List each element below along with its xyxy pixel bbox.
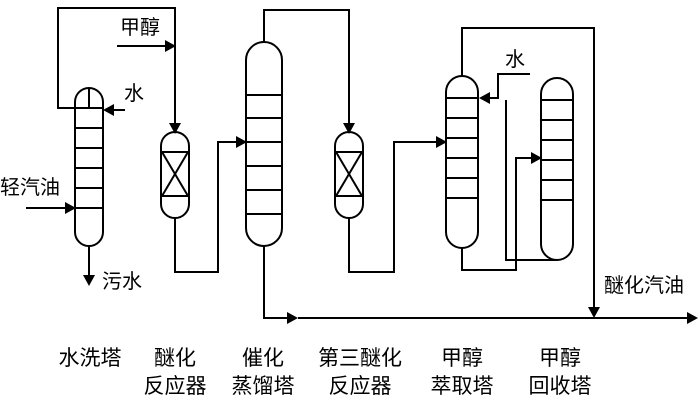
stream-extraction-to-recovery	[461, 157, 532, 271]
label-light-gasoline: 轻汽油	[0, 175, 60, 199]
arrow-gasoline-down	[588, 307, 600, 318]
arrow-waste-water	[83, 275, 95, 286]
arrow-extraction-feed	[436, 136, 447, 148]
arrow-light-gasoline	[65, 202, 76, 214]
caption-line: 萃取塔	[430, 374, 494, 398]
label-methanol-feed: 甲醇	[120, 15, 160, 39]
stream-reactor-to-distillation	[174, 141, 237, 273]
etherification-reactor	[160, 131, 190, 219]
caption-line: 水洗塔	[58, 346, 122, 370]
stream-third-to-extraction	[348, 141, 437, 273]
arrow-product-out	[687, 312, 698, 324]
water-wash-tower	[74, 87, 104, 247]
stream-distillation-overhead	[263, 9, 350, 124]
arrow-distillation-feed	[236, 136, 247, 148]
stream-distillation-bottoms	[263, 246, 288, 319]
methanol-recovery-tower	[540, 77, 574, 261]
caption-etherification-reactor: 醚化 反应器	[135, 344, 215, 400]
label-water-wash: 水	[124, 81, 144, 105]
label-waste-water: 污水	[102, 269, 142, 293]
arrow-methanol-feed	[165, 40, 176, 52]
arrow-reactor-feed	[169, 123, 181, 134]
methanol-extraction-tower	[445, 75, 479, 249]
arrow-water-wash	[103, 104, 114, 116]
arrow-third-reactor-feed	[343, 123, 355, 134]
caption-line: 反应器	[143, 374, 207, 398]
stream-water-extract	[488, 73, 530, 99]
stream-extraction-overhead	[461, 27, 595, 308]
caption-methanol-recovery: 甲醇 回收塔	[520, 344, 600, 400]
caption-water-wash-tower: 水洗塔	[50, 344, 130, 372]
caption-line: 蒸馏塔	[231, 374, 295, 398]
label-etherified-gasoline: 醚化汽油	[604, 273, 684, 297]
label-water-extract: 水	[505, 47, 525, 71]
arrow-recovery-feed	[531, 152, 542, 164]
stream-wash-overhead	[57, 7, 176, 124]
caption-methanol-extraction: 甲醇 萃取塔	[422, 344, 502, 400]
catalytic-distillation-tower	[245, 41, 283, 247]
caption-third-reactor: 第三醚化 反应器	[310, 344, 410, 400]
caption-line: 醚化	[154, 346, 196, 370]
caption-line: 第三醚化	[318, 346, 402, 370]
caption-line: 甲醇	[539, 346, 581, 370]
caption-line: 催化	[242, 346, 284, 370]
stream-recovery-return	[505, 100, 557, 261]
caption-line: 反应器	[328, 374, 392, 398]
arrow-bottoms-header	[287, 312, 298, 324]
third-etherification-reactor	[334, 131, 364, 219]
caption-catalytic-distillation: 催化 蒸馏塔	[223, 344, 303, 400]
arrow-water-extract	[479, 92, 490, 104]
caption-line: 甲醇	[441, 346, 483, 370]
caption-line: 回收塔	[528, 374, 592, 398]
